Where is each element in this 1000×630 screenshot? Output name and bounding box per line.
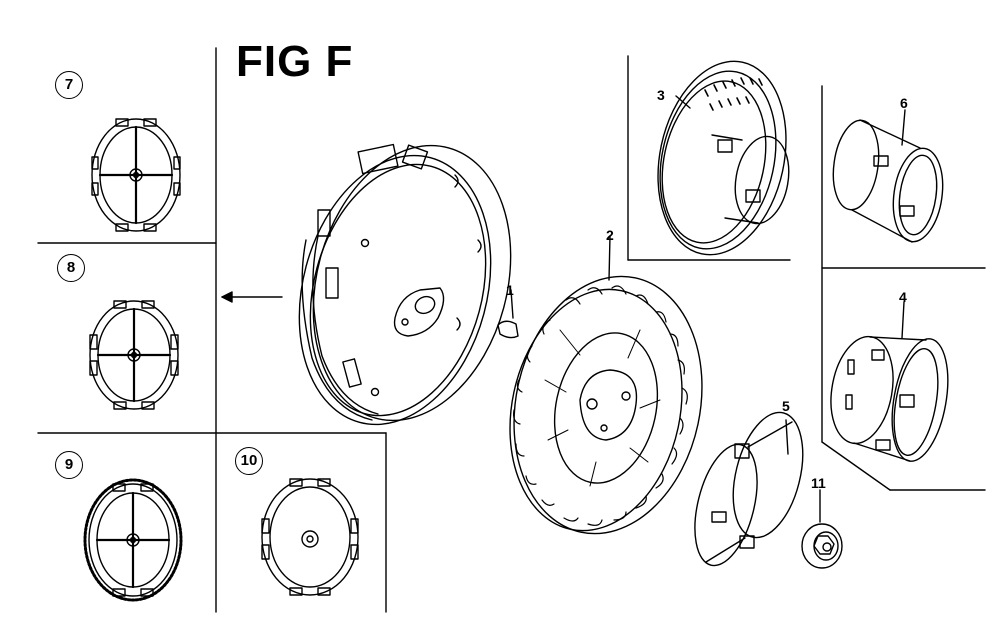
- callout-7: 7: [55, 71, 83, 99]
- right-panel-grid-lines: [628, 56, 985, 490]
- part-7-drawing: [92, 119, 180, 231]
- callout-6: 6: [900, 95, 908, 111]
- part-9-drawing: [85, 480, 181, 600]
- callout-4: 4: [899, 289, 907, 305]
- arrow-left-icon: [222, 292, 282, 302]
- figure-title: FIG F: [236, 37, 354, 86]
- callout-5: 5: [782, 398, 790, 414]
- part-1-key-drawing: [498, 290, 518, 338]
- rotor-drawing: [271, 123, 540, 446]
- part-5-collar-drawing: [684, 405, 815, 572]
- part-8-drawing: [90, 301, 178, 409]
- callout-2: 2: [606, 227, 614, 243]
- callout-1: 1: [506, 282, 514, 298]
- part-6-sleeve-drawing: [828, 110, 948, 245]
- part-2-fan-drawing: [488, 236, 725, 551]
- part-11-nut-drawing: [802, 490, 842, 568]
- callout-8: 8: [57, 254, 85, 282]
- callout-10: 10: [235, 447, 263, 475]
- callout-3: 3: [657, 87, 665, 103]
- part-3-cover-drawing: [641, 49, 803, 266]
- left-panel-grid-lines: [38, 48, 386, 612]
- callout-11: 11: [811, 475, 826, 491]
- callout-9: 9: [55, 451, 83, 479]
- part-10-drawing: [262, 479, 358, 595]
- part-4-cup-drawing: [823, 302, 956, 466]
